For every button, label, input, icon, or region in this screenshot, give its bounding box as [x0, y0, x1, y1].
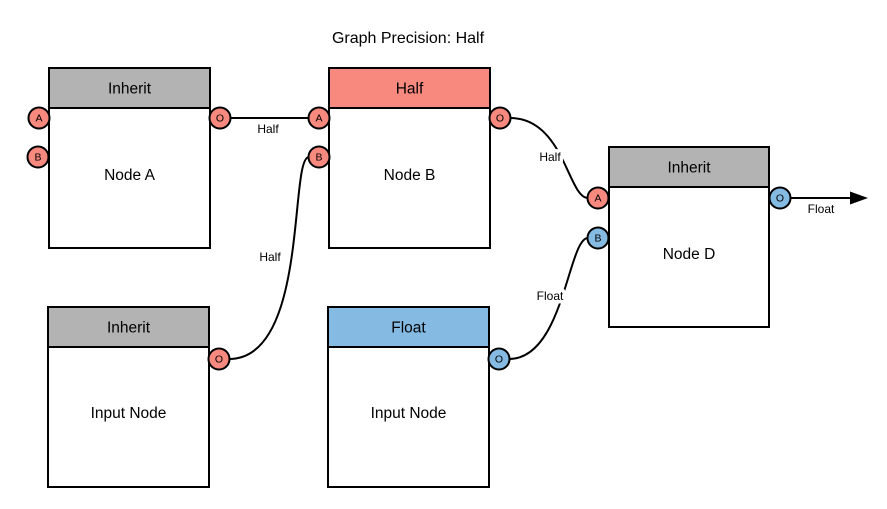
- input-node-left-label: Input Node: [91, 405, 167, 422]
- node-b-port-a[interactable]: [307, 106, 331, 130]
- edge-label-float-2: Float: [808, 202, 835, 216]
- node-b-header[interactable]: [328, 67, 491, 109]
- node-a-header[interactable]: [48, 67, 211, 109]
- input-node-middle-port-o-label: O: [495, 354, 503, 366]
- node-a-port-o[interactable]: [208, 106, 232, 130]
- node-a-port-b-label: B: [34, 152, 41, 164]
- node-a-header-label: Inherit: [108, 81, 152, 98]
- input-node-middle-header[interactable]: [327, 306, 490, 348]
- node-b-label: Node B: [384, 167, 436, 184]
- node-b: Half Node B A B O: [307, 67, 512, 249]
- input-node-middle-port-o[interactable]: [487, 347, 511, 371]
- node-b-port-o-label: O: [496, 113, 504, 125]
- node-a-port-a[interactable]: [27, 106, 51, 130]
- node-d: Inherit Node D A B O: [586, 146, 792, 328]
- input-node-middle-header-label: Float: [391, 320, 426, 337]
- node-d-header-label: Inherit: [667, 160, 711, 177]
- input-node-left-header[interactable]: [47, 306, 210, 348]
- output-arrow-icon: [850, 191, 868, 205]
- edge-label-float-1: Float: [537, 289, 564, 303]
- node-d-port-o-label: O: [776, 193, 784, 205]
- input-node-left-port-o-label: O: [215, 354, 223, 366]
- edge-node-b-o-to-node-d-a[interactable]: [509, 117, 589, 199]
- node-d-label: Node D: [663, 246, 716, 263]
- edge-input-middle-o-to-node-d-b[interactable]: [508, 237, 589, 360]
- node-a: Inherit Node A A B O: [26, 67, 232, 249]
- node-d-header[interactable]: [608, 146, 770, 188]
- node-b-header-label: Half: [396, 81, 424, 98]
- node-a-port-a-label: A: [35, 113, 42, 125]
- edge-label-half-3: Half: [539, 150, 561, 164]
- node-b-port-b-label: B: [315, 152, 322, 164]
- node-b-port-o[interactable]: [488, 106, 512, 130]
- node-d-port-a[interactable]: [586, 186, 610, 210]
- graph-title: Graph Precision: Half: [332, 30, 485, 47]
- edge-input-left-o-to-node-b-b[interactable]: [228, 156, 310, 360]
- node-b-port-b[interactable]: [307, 145, 331, 169]
- node-b-port-a-label: A: [315, 113, 322, 125]
- edge-label-half-2: Half: [259, 250, 281, 264]
- node-d-port-b-label: B: [594, 233, 601, 245]
- input-node-left-port-o[interactable]: [207, 347, 231, 371]
- input-node-left: Inherit Input Node O: [47, 306, 231, 488]
- node-a-port-o-label: O: [216, 113, 224, 125]
- node-a-port-b[interactable]: [26, 145, 50, 169]
- input-node-middle: Float Input Node O: [327, 306, 511, 488]
- node-d-port-o[interactable]: [768, 186, 792, 210]
- node-d-port-a-label: A: [594, 193, 601, 205]
- input-node-left-header-label: Inherit: [107, 320, 151, 337]
- input-node-middle-label: Input Node: [371, 405, 447, 422]
- node-d-port-b[interactable]: [586, 226, 610, 250]
- node-a-label: Node A: [104, 167, 156, 184]
- edge-label-half-1: Half: [257, 122, 279, 136]
